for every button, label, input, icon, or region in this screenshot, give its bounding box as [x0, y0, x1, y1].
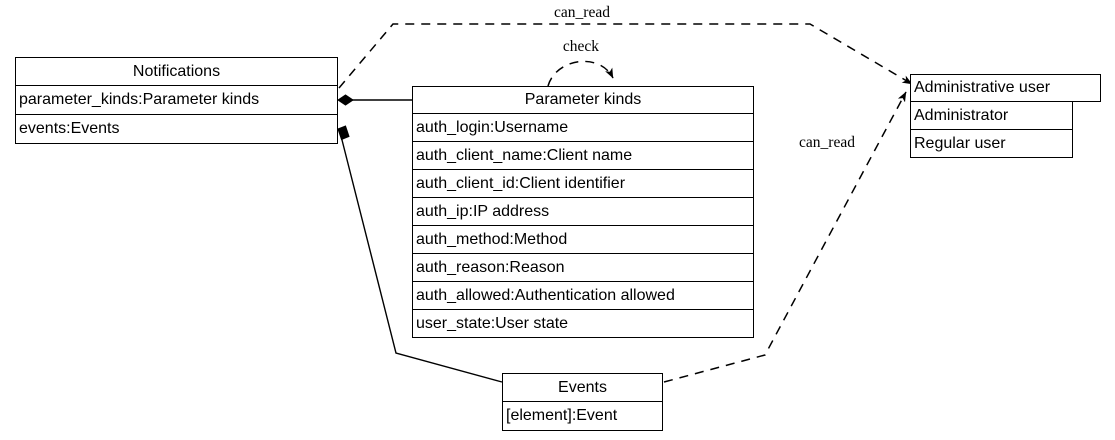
- class-attribute-row: events:Events: [15, 115, 338, 144]
- composition-diamond: [337, 94, 354, 106]
- class-box-notifications[interactable]: Notifications parameter_kinds:Parameter …: [15, 57, 338, 144]
- class-attribute-row: auth_client_id:Client identifier: [412, 170, 754, 198]
- class-attribute-row: auth_method:Method: [412, 226, 754, 254]
- class-title-administrative-user: Administrative user: [910, 74, 1101, 102]
- edge-label-check: check: [563, 38, 599, 55]
- edge-notifications-administrative-user: can_read: [338, 4, 913, 89]
- composition-diamond: [337, 125, 350, 141]
- class-attribute-row: Administrator: [910, 102, 1073, 130]
- class-title-events: Events: [502, 373, 663, 402]
- class-attribute-row: user_state:User state: [412, 310, 754, 338]
- class-box-events[interactable]: Events [element]:Event: [502, 373, 663, 431]
- class-title-notifications: Notifications: [15, 57, 338, 86]
- edge-label-can-read-top: can_read: [554, 4, 610, 21]
- class-attribute-row: auth_ip:IP address: [412, 198, 754, 226]
- class-attribute-row: auth_reason:Reason: [412, 254, 754, 282]
- class-title-parameter-kinds: Parameter kinds: [412, 86, 754, 114]
- edge-events-administrative-user: can_read: [663, 91, 907, 383]
- class-attribute-row: Regular user: [910, 130, 1073, 158]
- class-box-administrative-user[interactable]: Administrative user Administrator Regula…: [910, 74, 1101, 158]
- edge-notifications-events: [337, 125, 503, 383]
- class-box-parameter-kinds[interactable]: Parameter kinds auth_login:Username auth…: [412, 86, 754, 338]
- class-attribute-row: auth_login:Username: [412, 114, 754, 142]
- edge-label-can-read-bottom: can_read: [799, 134, 855, 151]
- class-attribute-row: parameter_kinds:Parameter kinds: [15, 86, 338, 115]
- edge-notifications-parameter-kinds: [337, 94, 412, 106]
- edge-parameter-kinds-check: check: [547, 38, 614, 87]
- class-attribute-row: [element]:Event: [502, 402, 663, 431]
- class-attribute-row: auth_allowed:Authentication allowed: [412, 282, 754, 310]
- class-attribute-row: auth_client_name:Client name: [412, 142, 754, 170]
